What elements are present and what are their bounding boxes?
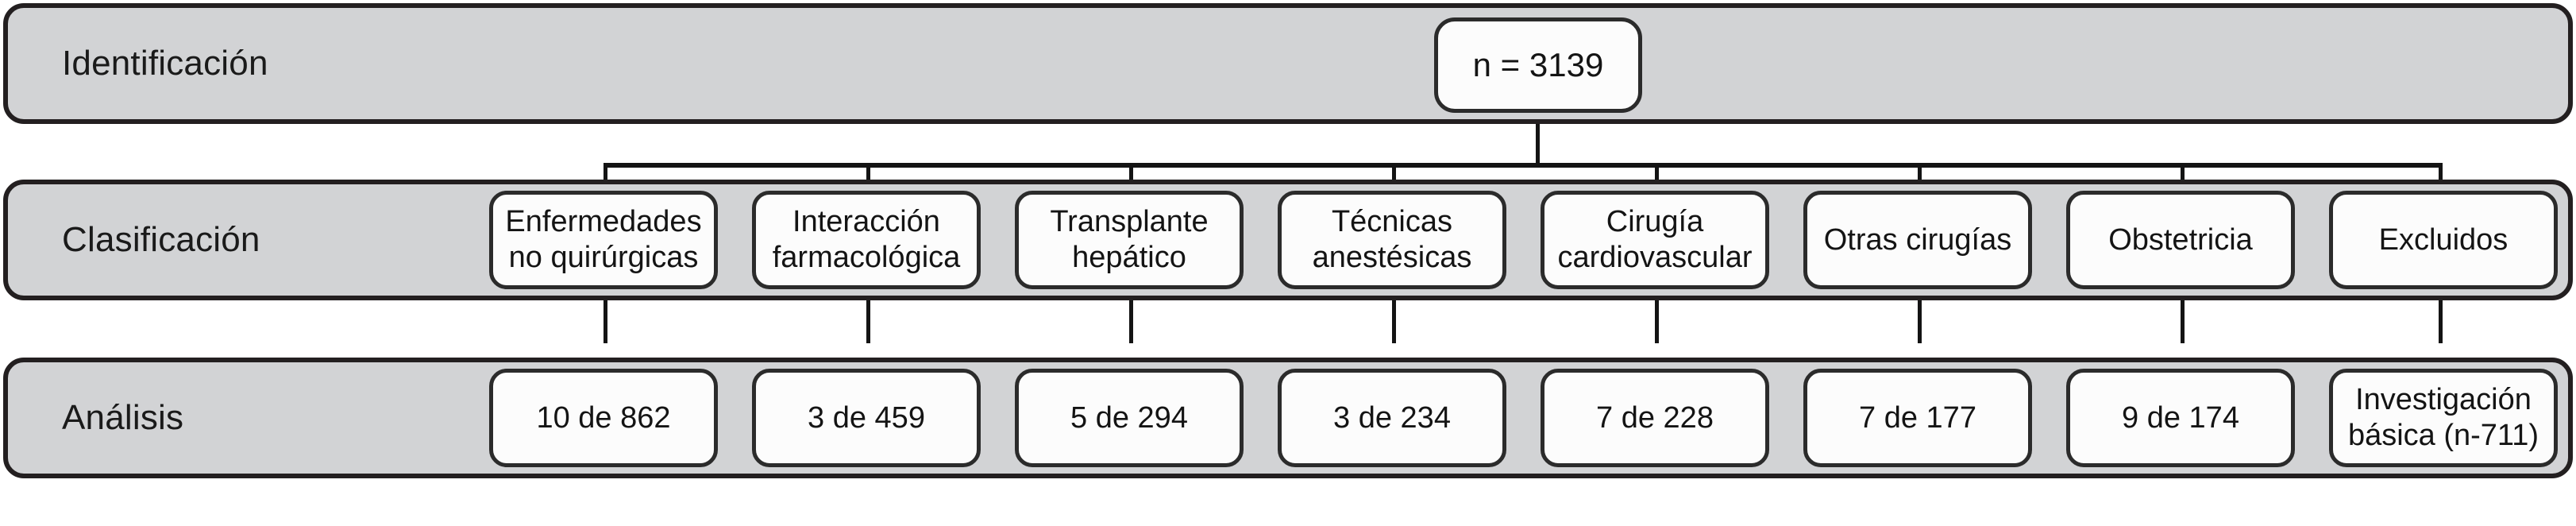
node-analysis-6-text: 7 de 177 <box>1859 400 1976 435</box>
node-analysis-5: 7 de 228 <box>1541 369 1769 467</box>
node-analysis-7: 9 de 174 <box>2066 369 2295 467</box>
connector-classification-to-analysis-3 <box>1129 300 1133 343</box>
connector-distribution-bar <box>604 163 2443 168</box>
node-classification-8: Excluidos <box>2329 191 2558 289</box>
node-classification-6-text: Otras cirugías <box>1823 222 2012 257</box>
connector-drop-stem-6 <box>1918 163 1922 184</box>
connector-drop-stem-7 <box>2181 163 2185 184</box>
node-classification-7: Obstetricia <box>2066 191 2295 289</box>
connector-drop-stem-1 <box>604 163 607 184</box>
node-analysis-1-text: 10 de 862 <box>536 400 671 435</box>
node-classification-7-text: Obstetricia <box>2108 222 2253 257</box>
connector-drop-stem-3 <box>1129 163 1133 184</box>
node-classification-5-text: Cirugía cardiovascular <box>1557 205 1753 274</box>
node-analysis-2: 3 de 459 <box>752 369 981 467</box>
node-classification-6: Otras cirugías <box>1803 191 2032 289</box>
stage-label-identification: Identificación <box>62 44 268 83</box>
node-analysis-4-text: 3 de 234 <box>1333 400 1451 435</box>
stage-label-classification: Clasificación <box>62 220 260 259</box>
node-analysis-8: Investigación básica (n-711) <box>2329 369 2558 467</box>
connector-classification-to-analysis-7 <box>2181 300 2185 343</box>
connector-classification-to-analysis-1 <box>604 300 607 343</box>
node-classification-5: Cirugía cardiovascular <box>1541 191 1769 289</box>
node-classification-2-text: Interacción farmacológica <box>772 205 961 274</box>
node-analysis-3: 5 de 294 <box>1015 369 1244 467</box>
node-classification-8-text: Excluidos <box>2378 222 2509 257</box>
node-root-total-text: n = 3139 <box>1472 46 1604 84</box>
node-classification-3-text: Transplante hepático <box>1050 205 1209 274</box>
node-classification-3: Transplante hepático <box>1015 191 1244 289</box>
connector-drop-stem-8 <box>2439 163 2443 184</box>
stage-label-analysis: Análisis <box>62 398 184 437</box>
node-classification-1: Enfermedades no quirúrgicas <box>489 191 718 289</box>
connector-drop-stem-4 <box>1392 163 1396 184</box>
node-analysis-4: 3 de 234 <box>1278 369 1506 467</box>
node-classification-4: Técnicas anestésicas <box>1278 191 1506 289</box>
connector-classification-to-analysis-8 <box>2439 300 2443 343</box>
node-classification-4-text: Técnicas anestésicas <box>1312 205 1472 274</box>
node-analysis-6: 7 de 177 <box>1803 369 2032 467</box>
node-analysis-8-text: Investigación básica (n-711) <box>2347 383 2539 452</box>
node-root-total: n = 3139 <box>1434 17 1642 113</box>
node-classification-2: Interacción farmacológica <box>752 191 981 289</box>
band-identification <box>3 3 2573 124</box>
connector-classification-to-analysis-2 <box>866 300 870 343</box>
node-analysis-5-text: 7 de 228 <box>1596 400 1714 435</box>
connector-root-stem <box>1536 124 1540 165</box>
node-classification-1-text: Enfermedades no quirúrgicas <box>505 205 702 274</box>
connector-classification-to-analysis-6 <box>1918 300 1922 343</box>
connector-drop-stem-5 <box>1655 163 1659 184</box>
connector-classification-to-analysis-4 <box>1392 300 1396 343</box>
node-analysis-1: 10 de 862 <box>489 369 718 467</box>
node-analysis-2-text: 3 de 459 <box>808 400 925 435</box>
node-analysis-3-text: 5 de 294 <box>1070 400 1188 435</box>
node-analysis-7-text: 9 de 174 <box>2122 400 2239 435</box>
connector-drop-stem-2 <box>866 163 870 184</box>
connector-classification-to-analysis-5 <box>1655 300 1659 343</box>
